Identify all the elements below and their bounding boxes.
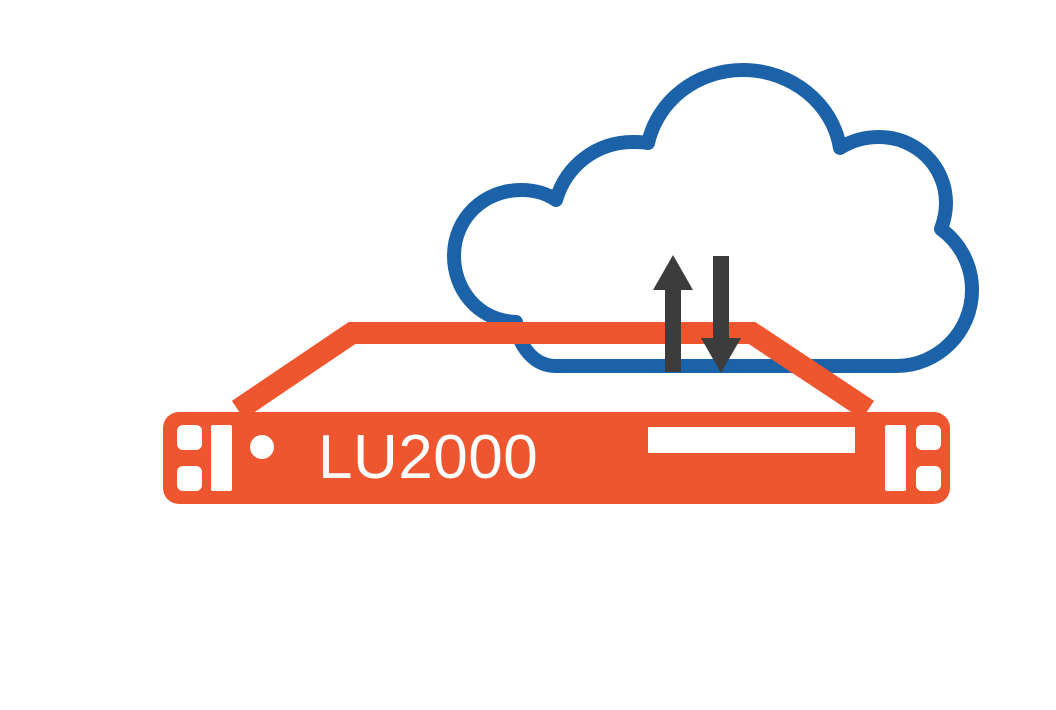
cloud-icon <box>447 63 979 373</box>
right-port-square-top <box>916 425 941 450</box>
status-led-indicator <box>250 435 274 459</box>
right-port-square-bottom <box>916 466 941 491</box>
upload-arrow-icon <box>653 255 693 372</box>
riser-outline-path <box>231 322 875 420</box>
download-arrow-shaft <box>713 256 729 346</box>
left-port-square-bottom <box>177 466 202 491</box>
appliance-chassis-body <box>163 412 950 504</box>
appliance-model-label: LU2000 <box>318 423 538 492</box>
rack-mount-appliance: LU2000 <box>163 412 950 504</box>
cloud-outline-path <box>447 63 979 373</box>
download-arrow-icon <box>701 256 741 373</box>
left-vertical-bar <box>211 425 232 491</box>
trapezoid-connector <box>231 322 875 420</box>
right-vertical-bar <box>885 425 906 491</box>
download-arrow-head <box>701 338 741 373</box>
data-flow-arrows <box>653 255 741 373</box>
upload-arrow-shaft <box>665 282 681 372</box>
left-port-square-top <box>177 425 202 450</box>
center-slot <box>648 427 855 453</box>
upload-arrow-head <box>653 255 693 290</box>
